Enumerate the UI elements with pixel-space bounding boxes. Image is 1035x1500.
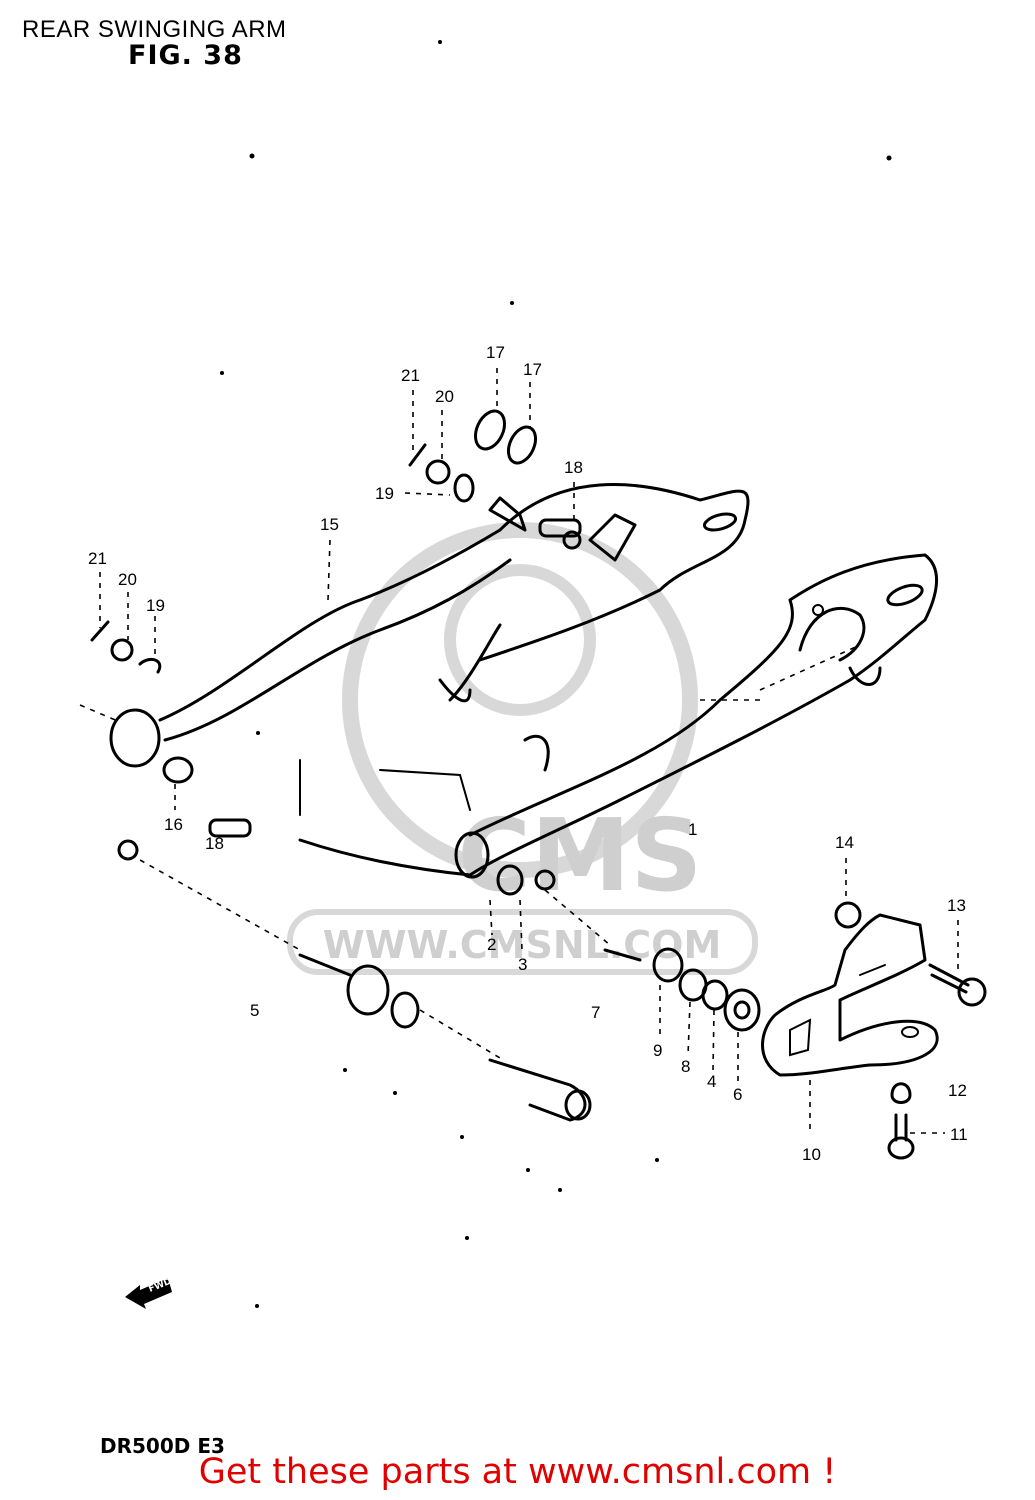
hardware-left-group — [90, 620, 162, 674]
callout-13: 13 — [947, 896, 966, 915]
nut-20-left — [110, 638, 134, 662]
scan-specks — [220, 40, 892, 1308]
figure-label: FIG. 38 — [128, 40, 243, 71]
axle-slot-lower — [886, 583, 924, 607]
watermark-brand: CMS — [458, 797, 703, 914]
callout-7: 7 — [591, 1003, 600, 1022]
pivot-hardware-right — [496, 864, 761, 1032]
watermark-mascot-head-icon — [444, 564, 596, 716]
callout-2: 2 — [487, 935, 496, 954]
bolt-13-head-icon — [957, 977, 987, 1007]
callout-10: 10 — [802, 1145, 821, 1164]
pivot-tube-end — [454, 831, 490, 879]
forward-arrow-icon: FWD — [125, 1277, 173, 1309]
axle-slot-upper — [702, 512, 738, 532]
bearing-2 — [496, 864, 524, 896]
cap-6-left — [346, 964, 390, 1016]
bolt-18-upper — [538, 518, 582, 538]
callout-labels: 1 2 3 4 5 6 7 8 9 10 11 12 13 14 15 16 1… — [88, 343, 968, 1164]
callout-19a: 19 — [375, 484, 394, 503]
callout-5: 5 — [250, 1001, 259, 1020]
callout-12: 12 — [948, 1081, 967, 1100]
washer-19-top — [453, 473, 475, 503]
washer-19-left — [138, 657, 162, 674]
swingarm-main-body — [298, 553, 939, 879]
washer-17-b — [506, 425, 538, 465]
bracket-10 — [761, 913, 939, 1077]
swingarm-upper-arm — [478, 483, 750, 662]
callout-20a: 20 — [435, 387, 454, 406]
callout-8: 8 — [681, 1057, 690, 1076]
callout-15: 15 — [320, 515, 339, 534]
washer-17-a — [473, 409, 507, 451]
cotter-pin-21-top — [408, 443, 427, 467]
callout-16: 16 — [164, 815, 183, 834]
watermark: CMS WWW.CMSNL.COM — [287, 522, 758, 975]
callout-9: 9 — [653, 1041, 662, 1060]
nut-14-icon — [834, 901, 862, 929]
seal-left — [390, 991, 420, 1029]
callout-1: 1 — [688, 820, 697, 839]
swingarm-left-arm — [109, 528, 512, 838]
callout-21b: 21 — [88, 549, 107, 568]
pivot-hardware-left — [117, 839, 642, 1122]
pivot-bush-left — [109, 708, 161, 768]
callout-17a: 17 — [486, 343, 505, 362]
bearing-3 — [534, 869, 556, 891]
callout-18a: 18 — [564, 458, 583, 477]
cap-6-right — [723, 988, 761, 1032]
callout-18b: 18 — [205, 834, 224, 853]
callout-14: 14 — [835, 833, 854, 852]
callout-19b: 19 — [146, 596, 165, 615]
callout-21a: 21 — [401, 366, 420, 385]
leader-lines — [79, 368, 959, 1135]
nut-20-top — [425, 459, 451, 485]
cta-link[interactable]: Get these parts at www.cmsnl.com ! — [198, 1452, 837, 1492]
bush-16 — [162, 756, 194, 784]
callout-4: 4 — [707, 1072, 716, 1091]
page-title: REAR SWINGING ARM — [22, 16, 287, 43]
bolt-13 — [928, 963, 987, 1007]
hardware-top-group — [408, 409, 538, 503]
callout-11: 11 — [950, 1125, 968, 1144]
washer-9 — [652, 947, 684, 983]
model-code: DR500D E3 — [100, 1434, 225, 1458]
watermark-url-frame — [287, 909, 758, 975]
callout-3: 3 — [518, 955, 527, 974]
seal-4 — [701, 979, 729, 1011]
callout-20b: 20 — [118, 570, 137, 589]
callout-17b: 17 — [523, 360, 542, 379]
cotter-pin-21-left — [90, 620, 110, 642]
pivot-shaft — [488, 1058, 587, 1122]
bolt-18-lower — [208, 818, 252, 838]
bolt-11-head-icon — [887, 1136, 915, 1160]
callout-6: 6 — [733, 1085, 742, 1104]
bolt-11 — [887, 1082, 915, 1160]
nut-14 — [834, 901, 862, 929]
washer-12-icon — [890, 1082, 912, 1104]
